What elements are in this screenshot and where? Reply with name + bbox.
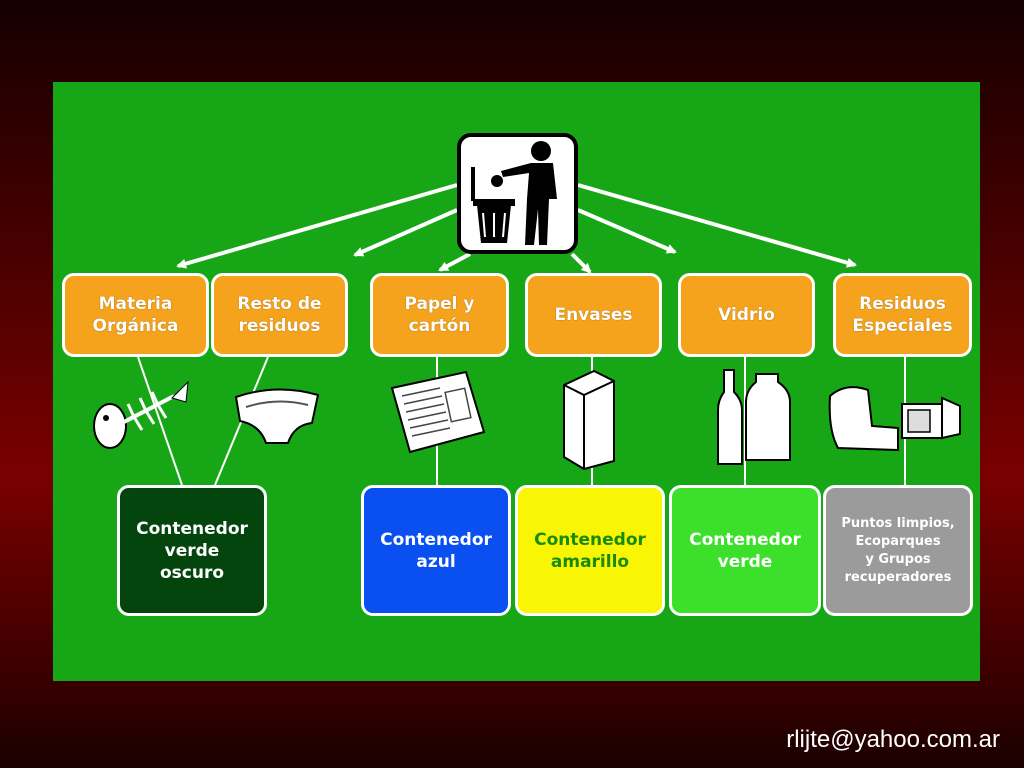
footer-email: rlijte@yahoo.com.ar <box>786 726 1000 753</box>
container-verde: Contenedor verde <box>669 485 821 616</box>
furniture-electronics-icon <box>828 386 961 452</box>
trash-disposal-icon <box>457 133 578 254</box>
diaper-icon <box>234 388 320 444</box>
container-verde-oscuro: Contenedor verde oscuro <box>117 485 267 616</box>
category-materia-organica: Materia Orgánica <box>62 273 209 357</box>
fish-bone-icon <box>93 380 189 449</box>
category-envases: Envases <box>525 273 662 357</box>
container-puntos-limpios: Puntos limpios, Ecoparques y Grupos recu… <box>823 485 973 616</box>
glass-bottles-icon <box>717 369 791 465</box>
category-resto-residuos: Resto de residuos <box>211 273 348 357</box>
container-amarillo: Contenedor amarillo <box>515 485 665 616</box>
category-papel-carton: Papel y cartón <box>370 273 509 357</box>
newspaper-icon <box>390 370 486 454</box>
container-azul: Contenedor azul <box>361 485 511 616</box>
carton-icon <box>563 369 615 471</box>
category-residuos-especiales: Residuos Especiales <box>833 273 972 357</box>
category-vidrio: Vidrio <box>678 273 815 357</box>
